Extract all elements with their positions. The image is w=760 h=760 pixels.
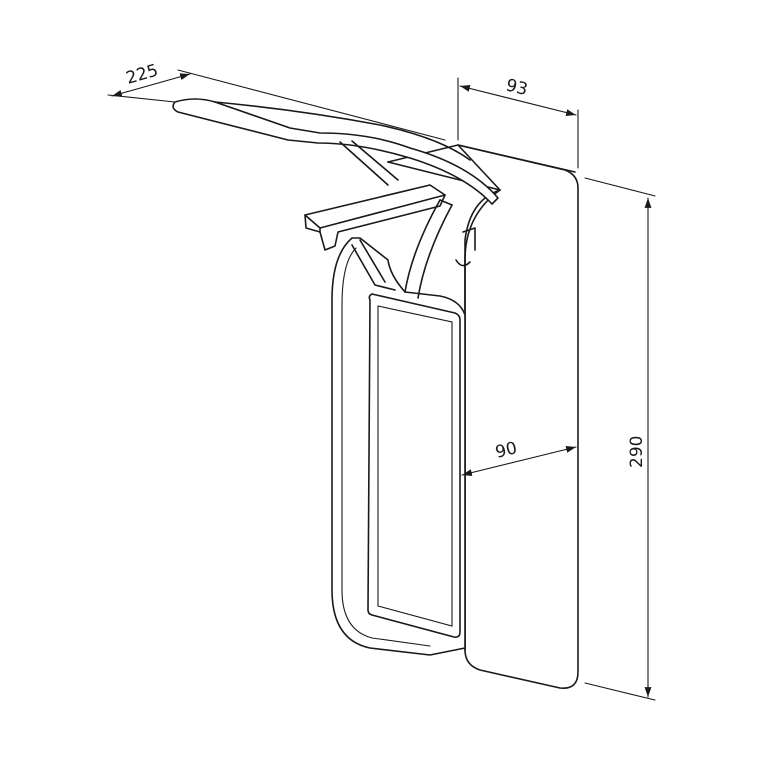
label-93: 93: [504, 75, 530, 100]
dimension-height: 290: [584, 177, 656, 701]
lever-arm: [172, 98, 499, 205]
label-290: 290: [627, 436, 647, 468]
dimension-depth: 93: [457, 75, 579, 169]
rear-housing: [457, 144, 579, 689]
viewing-window: [367, 293, 461, 638]
lever-paddle: [172, 98, 499, 205]
dimension-lever-length: 225: [107, 61, 446, 141]
dispenser-body: [331, 144, 579, 689]
pump-nozzle: [304, 184, 446, 251]
label-225: 225: [124, 61, 161, 89]
